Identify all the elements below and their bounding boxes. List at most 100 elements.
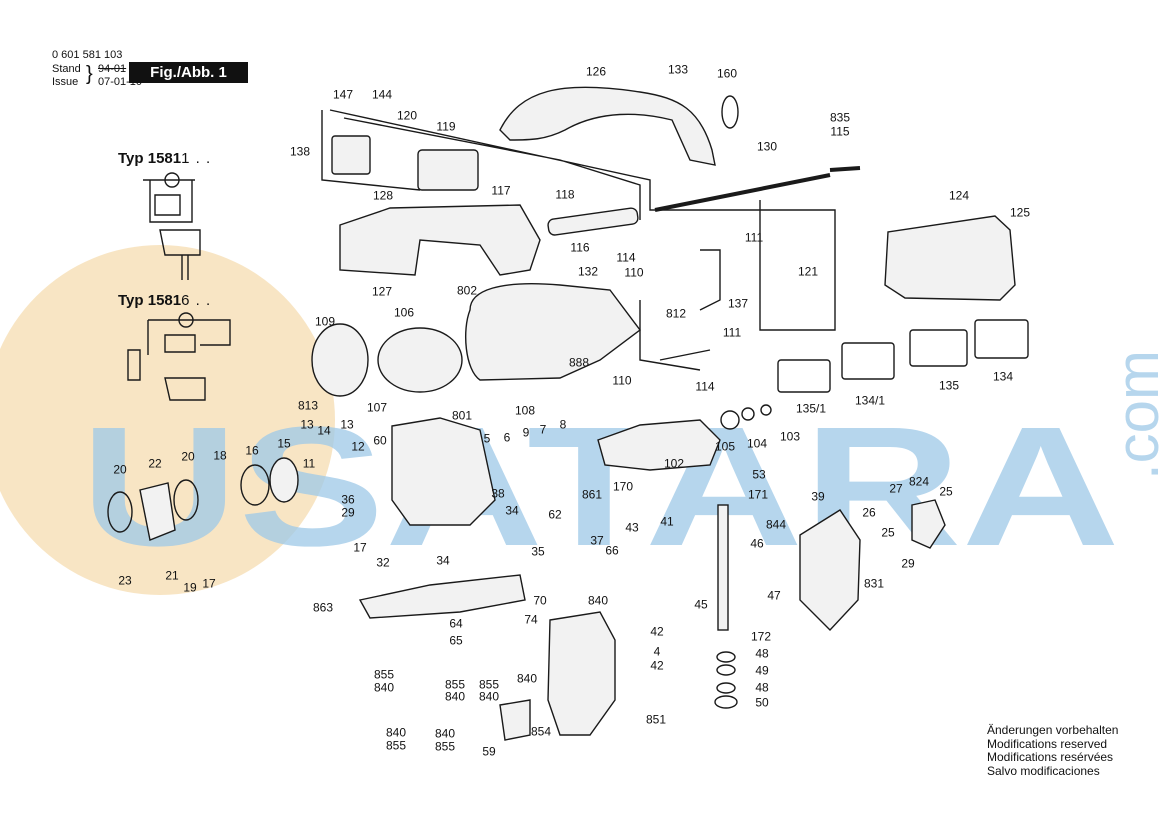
part-label: 9 xyxy=(522,425,530,440)
guard-22-part xyxy=(139,482,176,541)
motor-housing-802-part xyxy=(465,283,641,381)
part-label: 49 xyxy=(755,663,769,678)
part-label: 844 xyxy=(765,517,787,532)
schematic-typ2 xyxy=(127,319,231,401)
part-label: 172 xyxy=(750,629,772,644)
part-label: 62 xyxy=(548,507,562,522)
part-label: 59 xyxy=(482,744,496,759)
part-label: 43 xyxy=(625,520,639,535)
plate-39-part xyxy=(799,509,861,632)
bracket-824-part xyxy=(911,499,946,549)
part-label: 21 xyxy=(165,568,179,583)
document-number: 0 601 581 103 xyxy=(52,49,123,61)
part-label: 171 xyxy=(747,487,769,502)
part-label: 840 xyxy=(444,689,466,704)
part-label: 124 xyxy=(948,188,970,203)
part-label: 107 xyxy=(366,400,388,415)
brace-glyph: } xyxy=(86,63,93,85)
housing-cover-part xyxy=(339,204,541,276)
part-label: 20 xyxy=(113,462,127,477)
fan-part xyxy=(311,323,369,397)
note-fr: Modifications resérvées xyxy=(987,750,1114,764)
part-label: 13 xyxy=(300,417,314,432)
part-label: 855 xyxy=(478,677,500,692)
part-label: 64 xyxy=(449,616,463,631)
part-label: 65 xyxy=(449,633,463,648)
part-label: 114 xyxy=(616,250,636,265)
part-label: 855 xyxy=(434,739,456,754)
part-label: 13 xyxy=(340,417,354,432)
schematic-typ1 xyxy=(143,179,201,280)
part-label: 7 xyxy=(539,422,547,437)
part-label: 127 xyxy=(371,284,393,299)
part-label: 103 xyxy=(779,429,801,444)
modification-notes: Änderungen vorbehalten Modifications res… xyxy=(987,723,1118,778)
part-label: 12 xyxy=(351,439,365,454)
motor-symbol-1 xyxy=(164,172,180,188)
nameplate-135-1 xyxy=(777,359,831,393)
plunger-rod-part xyxy=(717,504,729,631)
part-label: 110 xyxy=(612,373,632,388)
part-label: 840 xyxy=(587,593,609,608)
part-label: 11 xyxy=(302,456,316,471)
part-label: 53 xyxy=(752,467,766,482)
part-label: 15 xyxy=(277,436,291,451)
note-es: Salvo modificaciones xyxy=(987,763,1100,778)
part-label: 106 xyxy=(393,305,415,320)
part-label: 855 xyxy=(444,677,466,692)
part-label: 801 xyxy=(451,408,473,423)
part-label: 111 xyxy=(744,230,764,245)
part-label: 855 xyxy=(373,667,395,682)
ring-20b xyxy=(173,479,199,521)
part-label: 861 xyxy=(581,487,603,502)
part-label: 840 xyxy=(478,689,500,704)
part-label: 121 xyxy=(797,264,819,279)
part-label: 134/1 xyxy=(854,393,886,408)
part-label: 25 xyxy=(939,484,953,499)
washer-49 xyxy=(716,664,736,676)
ring-20a xyxy=(107,491,133,533)
pendulum-housing-part xyxy=(547,611,616,736)
part-label: 134 xyxy=(992,369,1014,384)
washer-103 xyxy=(760,404,772,416)
part-label: 109 xyxy=(314,314,336,329)
part-label: 48 xyxy=(755,680,769,695)
power-cord-part xyxy=(654,166,861,212)
part-label: 840 xyxy=(434,726,456,741)
type-suffix-2: 6 . . xyxy=(181,292,212,309)
part-label: 105 xyxy=(714,439,736,454)
part-label: 812 xyxy=(665,306,687,321)
part-label: 126 xyxy=(585,64,607,79)
part-label: 41 xyxy=(660,514,674,529)
note-en: Modifications reserved xyxy=(987,736,1108,751)
part-label: 119 xyxy=(436,119,456,134)
part-label: 29 xyxy=(341,505,355,520)
part-label: 47 xyxy=(767,588,781,603)
part-label: 20 xyxy=(181,449,195,464)
part-label: 16 xyxy=(245,443,259,458)
part-label: 125 xyxy=(1009,205,1031,220)
part-label: 802 xyxy=(456,283,478,298)
gear-housing-part xyxy=(391,417,496,526)
part-label: 170 xyxy=(612,479,634,494)
part-label: 147 xyxy=(332,87,354,102)
part-label: 115 xyxy=(830,124,850,139)
part-label: 132 xyxy=(577,264,599,279)
field-coil-part xyxy=(377,327,463,393)
part-label: 14 xyxy=(317,423,331,438)
type-prefix-1: Typ 1581 xyxy=(118,150,182,167)
nameplate-134 xyxy=(974,319,1029,359)
part-label: 23 xyxy=(118,573,132,588)
blade-clamp-part xyxy=(499,699,531,741)
part-label: 840 xyxy=(385,725,407,740)
watermark-suffix: .com xyxy=(1104,350,1168,480)
part-label: 70 xyxy=(533,593,547,608)
part-label: 42 xyxy=(650,624,664,639)
part-label: 138 xyxy=(289,144,311,159)
switch-part xyxy=(417,149,479,191)
old-date: 94-01 xyxy=(98,63,127,75)
part-label: 5 xyxy=(483,431,491,446)
part-label: 42 xyxy=(650,658,664,673)
part-label: 27 xyxy=(889,481,903,496)
issue-label: Issue xyxy=(52,76,79,88)
